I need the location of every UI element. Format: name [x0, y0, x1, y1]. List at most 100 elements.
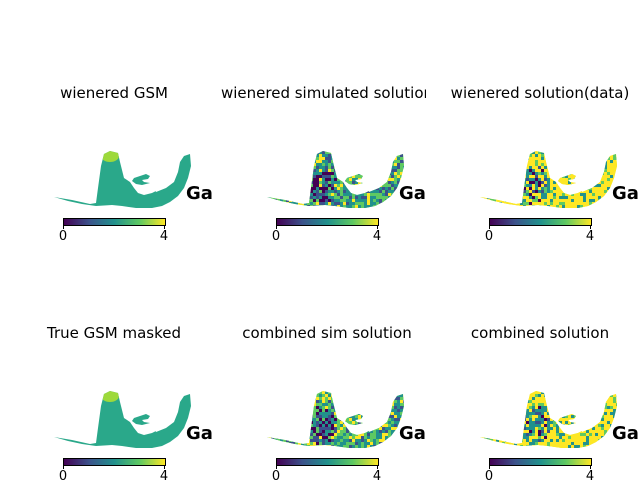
- map-pixel: [349, 454, 352, 457]
- map-pixel: [607, 187, 610, 190]
- map-pixel: [538, 391, 541, 394]
- map-pixel: [370, 418, 373, 421]
- map-pixel: [490, 163, 493, 166]
- map-pixel: [289, 151, 292, 154]
- map-pixel: [322, 157, 325, 160]
- map-pixel: [373, 151, 376, 154]
- map-pixel: [385, 187, 388, 190]
- map-pixel: [547, 190, 550, 193]
- map-pixel: [267, 172, 268, 175]
- map-pixel: [295, 418, 298, 421]
- map-pixel: [319, 187, 322, 190]
- map-pixel: [550, 160, 553, 163]
- map-pixel: [301, 181, 304, 184]
- map-pixel: [550, 172, 553, 175]
- map-pixel: [376, 160, 379, 163]
- map-pixel: [496, 151, 499, 154]
- map-pixel: [355, 172, 358, 175]
- map-pixel: [607, 409, 610, 412]
- map-pixel: [598, 214, 601, 217]
- map-pixel: [583, 166, 586, 169]
- map-pixel: [277, 166, 280, 169]
- map-pixel: [267, 391, 268, 394]
- map-pixel: [556, 208, 559, 211]
- map-pixel: [487, 154, 490, 157]
- map-pixel: [613, 445, 616, 448]
- map-pixel: [544, 196, 547, 199]
- map-pixel: [346, 172, 349, 175]
- map-pixel: [292, 163, 295, 166]
- map-pixel: [556, 187, 559, 190]
- map-pixel: [556, 436, 559, 439]
- map-pixel: [535, 157, 538, 160]
- map-pixel: [481, 451, 484, 454]
- map-pixel: [517, 418, 520, 421]
- map-pixel: [349, 175, 352, 178]
- map-pixel: [568, 412, 571, 415]
- map-pixel: [553, 436, 556, 439]
- map-pixel: [526, 151, 529, 154]
- map-pixel: [313, 442, 316, 445]
- map-pixel: [580, 199, 583, 202]
- map-pixel: [310, 421, 313, 424]
- map-pixel: [304, 181, 307, 184]
- map-pixel: [480, 187, 481, 190]
- map-pixel: [559, 184, 562, 187]
- map-pixel: [568, 157, 571, 160]
- map-pixel: [499, 151, 502, 154]
- map-pixel: [283, 409, 286, 412]
- map-pixel: [337, 184, 340, 187]
- map-pixel: [592, 166, 595, 169]
- map-pixel: [607, 439, 610, 442]
- map-pixel: [496, 394, 499, 397]
- map-pixel: [267, 406, 268, 409]
- map-pixel: [604, 421, 607, 424]
- map-pixel: [337, 439, 340, 442]
- map-pixel: [328, 157, 331, 160]
- map-pixel: [544, 193, 547, 196]
- map-pixel: [325, 181, 328, 184]
- map-pixel: [394, 205, 397, 208]
- map-pixel: [574, 451, 577, 454]
- map-pixel: [277, 154, 280, 157]
- map-pixel: [541, 439, 544, 442]
- map-pixel: [280, 400, 283, 403]
- map-pixel: [604, 424, 607, 427]
- map-pixel: [313, 166, 316, 169]
- map-pixel: [607, 211, 610, 214]
- map-pixel: [598, 436, 601, 439]
- map-pixel: [490, 154, 493, 157]
- map-pixel: [517, 163, 520, 166]
- map-label: Gala: [612, 423, 639, 444]
- map-pixel: [511, 190, 514, 193]
- map-pixel: [580, 148, 583, 151]
- map-pixel: [334, 451, 337, 454]
- colorbar-tick-label-max: 4: [585, 469, 595, 480]
- map-pixel: [538, 208, 541, 211]
- map-pixel: [267, 178, 268, 181]
- map-pixel: [298, 187, 301, 190]
- map-pixel: [538, 160, 541, 163]
- map-pixel: [538, 214, 541, 217]
- map-pixel: [346, 187, 349, 190]
- map-pixel: [571, 211, 574, 214]
- map-pixel: [610, 163, 613, 166]
- map-pixel: [283, 202, 286, 205]
- map-pixel: [328, 202, 331, 205]
- map-pixel: [319, 400, 322, 403]
- map-pixel: [301, 178, 304, 181]
- map-pixel: [382, 457, 385, 460]
- map-pixel: [541, 157, 544, 160]
- map-pixel: [382, 409, 385, 412]
- map-pixel: [355, 445, 358, 448]
- map-pixel: [487, 157, 490, 160]
- map-pixel: [595, 148, 598, 151]
- map-pixel: [286, 187, 289, 190]
- map-pixel: [325, 151, 328, 154]
- map-pixel: [313, 175, 316, 178]
- map-pixel: [568, 163, 571, 166]
- map-pixel: [511, 415, 514, 418]
- map-pixel: [505, 445, 508, 448]
- map-pixel: [373, 412, 376, 415]
- map-pixel: [535, 424, 538, 427]
